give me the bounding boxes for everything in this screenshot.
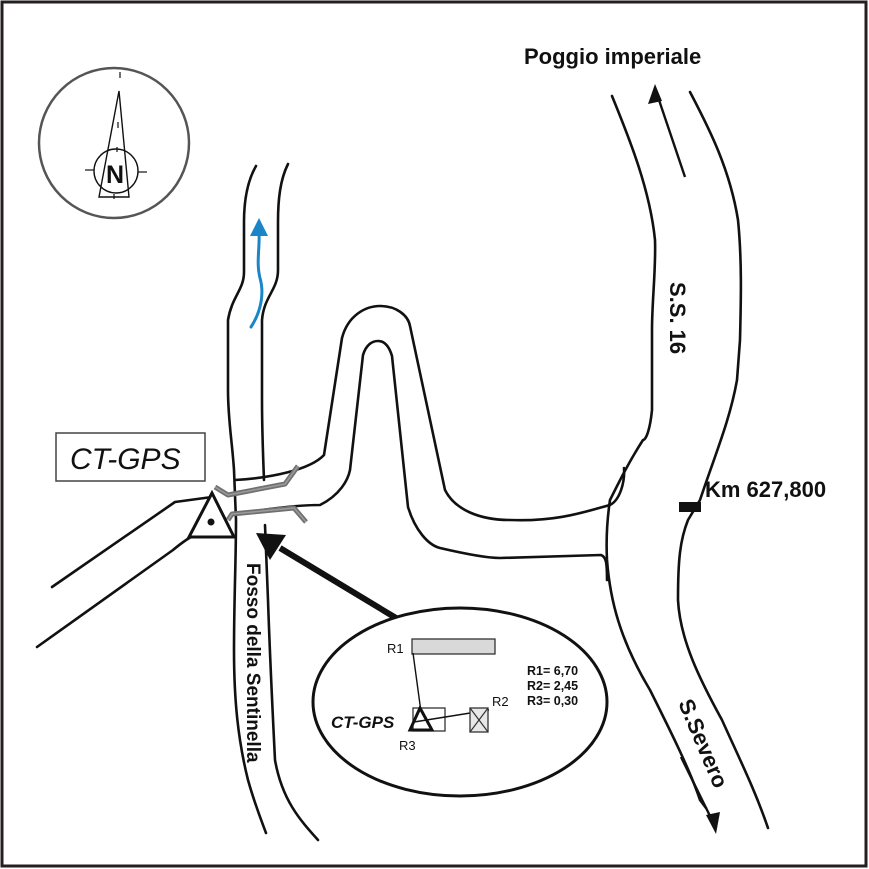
bridge bbox=[213, 464, 308, 524]
reference-r1-building bbox=[411, 638, 496, 655]
road-name-label: S.S. 16 bbox=[665, 282, 690, 354]
inset-station-label: CT-GPS bbox=[331, 713, 395, 732]
stream-flow-arrowhead bbox=[250, 218, 268, 236]
inset-station-icon bbox=[407, 704, 435, 732]
station-label-box: CT-GPS bbox=[55, 432, 206, 482]
km-marker-icon bbox=[679, 502, 701, 512]
south-direction-arrowhead bbox=[706, 812, 720, 834]
stream-name-label: Fosso della Sentinella bbox=[242, 563, 263, 763]
inset-label-r2: R2 bbox=[492, 694, 509, 709]
gps-station-icon bbox=[186, 489, 237, 539]
north-compass-icon: N bbox=[37, 66, 191, 220]
inset-detail: R1 R2 R3 CT-GPS R1= 6,70 R2= 2,45 R3= 0,… bbox=[311, 606, 609, 798]
distance-r2: R2= 2,45 bbox=[527, 679, 578, 693]
distance-r3: R3= 0,30 bbox=[527, 694, 578, 708]
distance-r1: R1= 6,70 bbox=[527, 664, 578, 678]
inset-label-r3: R3 bbox=[399, 738, 416, 753]
pointer-arrow-icon bbox=[256, 533, 398, 621]
destination-north-label: Poggio imperiale bbox=[524, 44, 701, 69]
stream bbox=[226, 162, 320, 842]
inset-label-r1: R1 bbox=[387, 641, 404, 656]
stream-flow-arrow bbox=[249, 230, 264, 329]
station-label: CT-GPS bbox=[70, 443, 181, 476]
km-marker-label: Km 627,800 bbox=[705, 477, 826, 502]
north-direction-arrowhead bbox=[648, 84, 662, 104]
compass-letter: N bbox=[106, 161, 124, 189]
ss16-road bbox=[605, 84, 770, 834]
